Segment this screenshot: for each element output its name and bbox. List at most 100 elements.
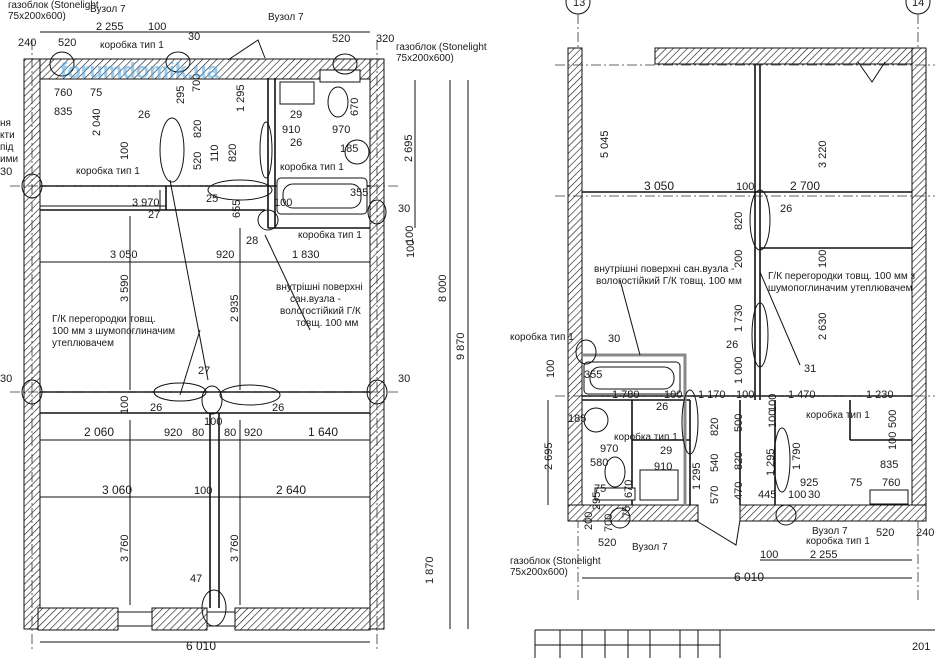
grid-marker-13-label: 13 (573, 0, 585, 9)
svg-text:570: 570 (709, 486, 721, 504)
svg-text:100: 100 (664, 389, 682, 401)
svg-text:100: 100 (736, 181, 754, 193)
svg-text:1 295: 1 295 (235, 84, 247, 112)
svg-text:100: 100 (760, 549, 778, 561)
svg-text:240: 240 (916, 527, 934, 539)
svg-text:470: 470 (733, 482, 745, 500)
left-plan-labels: газоблок (Stonelight 75x200x600) Вузол 7… (0, 0, 487, 653)
svg-text:2 060: 2 060 (84, 425, 114, 439)
right-wall-top (654, 47, 926, 65)
svg-text:700: 700 (191, 74, 203, 92)
svg-text:920: 920 (244, 427, 262, 439)
right-gazoblok-label: газоблок (Stonelight (510, 555, 601, 567)
svg-text:820: 820 (227, 144, 239, 162)
svg-text:ими: ими (0, 154, 18, 165)
svg-text:520: 520 (876, 527, 894, 539)
svg-text:2 695: 2 695 (403, 134, 415, 162)
title-block (534, 629, 935, 658)
svg-text:910: 910 (654, 461, 672, 473)
svg-text:газоблок (Stonelight: газоблок (Stonelight (396, 41, 487, 53)
svg-text:коробка тип 1: коробка тип 1 (806, 535, 870, 547)
svg-text:1 790: 1 790 (791, 442, 803, 470)
svg-text:коробка тип 1: коробка тип 1 (76, 165, 140, 177)
right-plan-labels: 13 14 201 5 045 3 220 3 050 100 2 700 82… (510, 0, 934, 653)
left-toilet (327, 86, 349, 118)
svg-text:970: 970 (600, 443, 618, 455)
svg-text:шумопоглиначим утеплювачем: шумопоглиначим утеплювачем (768, 283, 913, 294)
svg-text:820: 820 (733, 212, 745, 230)
svg-text:100: 100 (767, 394, 779, 412)
svg-text:100: 100 (204, 416, 222, 428)
svg-text:500: 500 (887, 410, 899, 428)
svg-text:вологостійкий Г/К товщ. 100 мм: вологостійкий Г/К товщ. 100 мм (596, 276, 742, 287)
svg-text:920: 920 (216, 249, 234, 261)
svg-text:760: 760 (882, 477, 900, 489)
svg-text:1 470: 1 470 (788, 389, 816, 401)
svg-text:3 590: 3 590 (119, 274, 131, 302)
svg-text:75x200x600): 75x200x600) (510, 567, 568, 578)
svg-text:100: 100 (817, 250, 829, 268)
svg-text:100: 100 (119, 142, 131, 160)
svg-text:920: 920 (164, 427, 182, 439)
svg-text:1 000: 1 000 (733, 356, 745, 384)
svg-text:коробка тип 1: коробка тип 1 (280, 161, 344, 173)
svg-text:185: 185 (340, 143, 358, 155)
right-sink (583, 407, 609, 433)
svg-text:1 170: 1 170 (698, 389, 726, 401)
svg-text:1 830: 1 830 (292, 249, 320, 261)
svg-text:1 295: 1 295 (765, 448, 777, 476)
svg-text:вологостійкий Г/К: вологостійкий Г/К (280, 306, 361, 317)
svg-text:2 700: 2 700 (790, 179, 820, 193)
svg-text:2 695: 2 695 (543, 442, 555, 470)
svg-text:30: 30 (0, 373, 12, 385)
svg-text:3 060: 3 060 (102, 483, 132, 497)
svg-text:185: 185 (568, 413, 586, 425)
svg-text:100: 100 (405, 240, 417, 258)
svg-text:3 050: 3 050 (644, 179, 674, 193)
svg-text:коробка тип 1: коробка тип 1 (806, 409, 870, 421)
svg-text:200: 200 (583, 512, 595, 530)
left-vuzol-label: Вузол 7 (90, 4, 126, 15)
svg-text:утеплювачем: утеплювачем (52, 338, 114, 349)
svg-text:100: 100 (736, 389, 754, 401)
right-inner-surface-note: внутрішні поверхні сан.вузла - (594, 264, 734, 275)
svg-text:2 935: 2 935 (229, 294, 241, 322)
svg-text:коробка тип 1: коробка тип 1 (614, 431, 678, 443)
svg-text:30: 30 (808, 489, 820, 501)
svg-text:3 970: 3 970 (132, 197, 160, 209)
svg-text:75: 75 (90, 87, 102, 99)
grid-marker-14-label: 14 (912, 0, 924, 9)
svg-text:670: 670 (349, 98, 361, 116)
svg-text:1 230: 1 230 (866, 389, 894, 401)
left-gazoblok-label: газоблок (Stonelight (8, 0, 99, 11)
svg-text:Вузол 7: Вузол 7 (632, 542, 668, 553)
svg-text:910: 910 (282, 124, 300, 136)
right-bathroom-outline (582, 353, 687, 505)
svg-text:3 220: 3 220 (817, 140, 829, 168)
year-fragment: 201 (912, 641, 930, 653)
left-wall-bottom-c (234, 607, 371, 631)
svg-text:30: 30 (0, 166, 12, 178)
svg-text:835: 835 (880, 459, 898, 471)
left-wall-bottom-b (151, 607, 208, 631)
svg-text:100: 100 (545, 360, 557, 378)
svg-text:100: 100 (194, 485, 212, 497)
svg-text:445: 445 (758, 489, 776, 501)
svg-text:3 760: 3 760 (229, 534, 241, 562)
svg-text:925: 925 (800, 477, 818, 489)
right-wall-left (567, 47, 583, 519)
svg-text:320: 320 (376, 33, 394, 45)
left-gk-partition-note: Г/К перегородки товщ. (52, 314, 156, 325)
svg-text:100: 100 (148, 21, 166, 33)
svg-text:520: 520 (598, 537, 616, 549)
left-inner-surface-note: внутрішні поверхні (276, 282, 363, 293)
svg-text:26: 26 (272, 402, 284, 414)
svg-text:Вузол 7: Вузол 7 (812, 526, 848, 537)
svg-text:26: 26 (656, 401, 668, 413)
svg-text:47: 47 (190, 573, 202, 585)
svg-text:100: 100 (788, 489, 806, 501)
svg-text:26: 26 (138, 109, 150, 121)
svg-text:коробка тип 1: коробка тип 1 (510, 331, 574, 343)
svg-text:540: 540 (709, 454, 721, 472)
